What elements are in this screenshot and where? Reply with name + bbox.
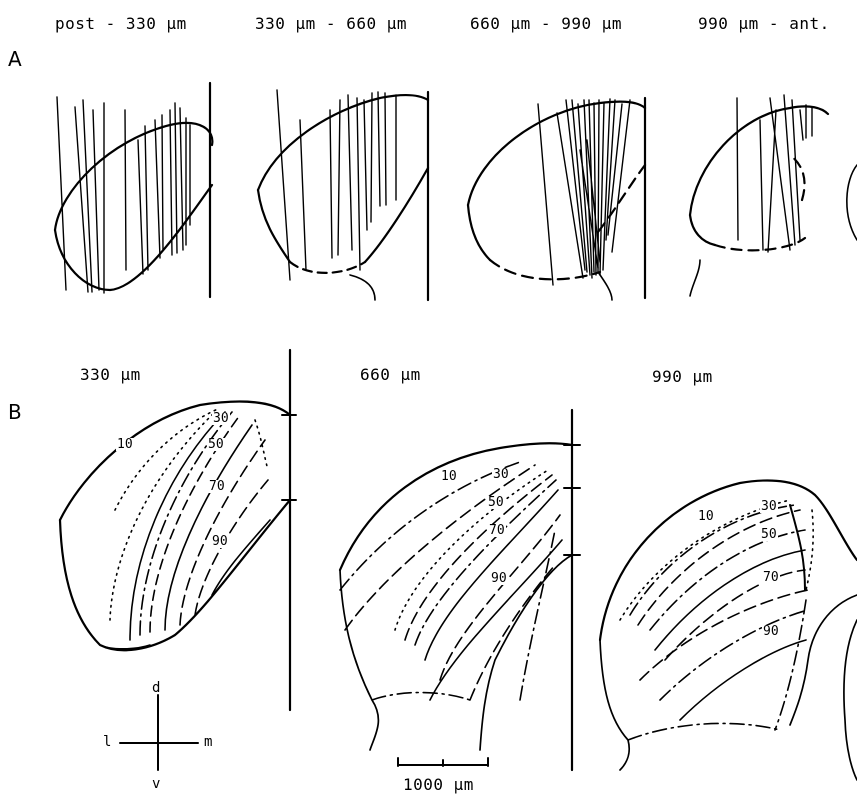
contour-label: 70 [208, 480, 226, 493]
panel-a-label: A [8, 47, 22, 71]
range-label-3: 660 µm - 990 µm [470, 14, 622, 33]
contour-label: 90 [211, 535, 229, 548]
a3-outline-lower [468, 205, 490, 260]
scale-bar-label: 1000 µm [403, 775, 474, 794]
orientation-lateral: l [103, 734, 111, 750]
a4-medial-edge [847, 165, 857, 240]
range-label-1: post - 330 µm [55, 14, 187, 33]
contour-label: 50 [207, 438, 225, 451]
a1-outline-lower [55, 185, 212, 290]
a4-outline-lower [690, 215, 715, 245]
contour-label: 30 [212, 412, 230, 425]
contour-label: 10 [697, 510, 715, 523]
contour-label: 10 [440, 470, 458, 483]
contour-label: 90 [762, 625, 780, 638]
contour-label: 70 [762, 571, 780, 584]
orientation-dorsal: d [152, 680, 160, 696]
a4-outline [690, 106, 828, 215]
a3-ventral [598, 272, 612, 300]
a4-ventral [690, 260, 700, 296]
panel-b-section-330-contours [110, 408, 270, 640]
contour-label: 30 [760, 500, 778, 513]
orientation-medial: m [204, 734, 212, 750]
a3-outline [468, 102, 645, 205]
section-label-660: 660 µm [360, 365, 421, 384]
orientation-ventral: v [152, 776, 160, 792]
contour-label: 70 [488, 524, 506, 537]
scale-bar [398, 758, 488, 766]
panel-b-label: B [8, 400, 22, 424]
contour-label: 30 [492, 468, 510, 481]
orientation-compass [120, 695, 198, 770]
section-label-990: 990 µm [652, 367, 713, 386]
panel-b-section-660-outline [340, 410, 580, 770]
contour-label: 50 [760, 528, 778, 541]
contour-label: 90 [490, 572, 508, 585]
contour-label: 50 [487, 496, 505, 509]
a1-outline [55, 123, 212, 230]
contour-label: 10 [116, 438, 134, 451]
panel-a-electrode-tracks [57, 90, 812, 293]
panel-b-section-660-contours [340, 462, 562, 700]
range-label-4: 990 µm - ant. [698, 14, 830, 33]
a2-ventral [350, 275, 375, 300]
section-label-330: 330 µm [80, 365, 141, 384]
range-label-2: 330 µm - 660 µm [255, 14, 407, 33]
a2-dashed [290, 262, 365, 273]
